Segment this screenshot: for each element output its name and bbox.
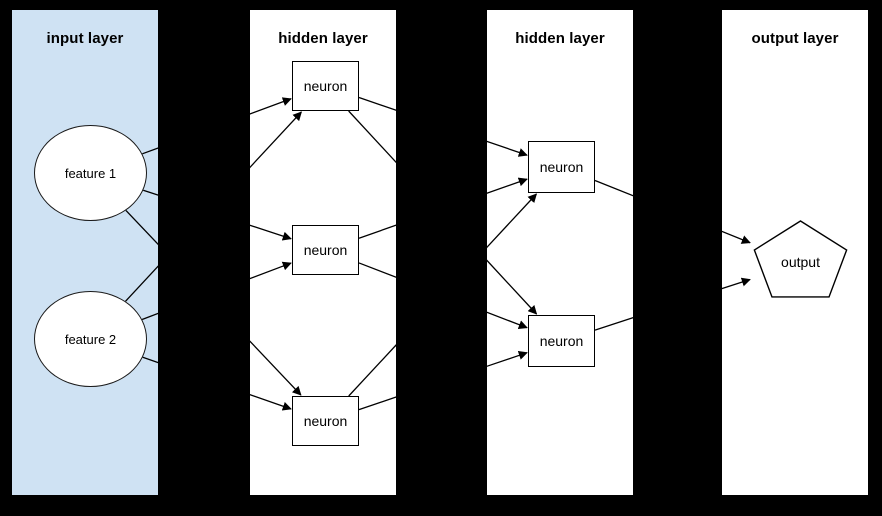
connection-line xyxy=(142,356,158,364)
connection-line xyxy=(487,311,528,329)
hidden2-node-neuron-2[interactable]: neuron xyxy=(528,315,595,367)
connection-line xyxy=(594,316,633,331)
connection-lines-hidden-layer-2 xyxy=(487,140,633,367)
connection-line xyxy=(141,312,158,321)
hidden1-node-neuron-1[interactable]: neuron xyxy=(292,61,359,111)
layer-title-input: input layer xyxy=(46,30,124,47)
layer-panel-output: output layer output xyxy=(722,10,868,495)
connection-line xyxy=(722,277,751,290)
connection-line xyxy=(358,262,396,278)
hidden2-node-neuron-2-label: neuron xyxy=(539,333,584,349)
connection-line xyxy=(250,393,292,411)
input-node-feature-2-label: feature 2 xyxy=(64,331,117,347)
input-node-feature-1[interactable]: feature 1 xyxy=(34,125,147,221)
connection-line xyxy=(358,396,396,411)
connection-line xyxy=(348,110,396,164)
layer-title-hidden-2: hidden layer xyxy=(515,30,605,47)
layer-panel-input: input layer feature 1 feature 2 xyxy=(12,10,158,495)
connection-line xyxy=(250,261,292,280)
pentagon-icon xyxy=(753,220,848,298)
hidden1-node-neuron-1-label: neuron xyxy=(303,78,348,94)
hidden1-node-neuron-2[interactable]: neuron xyxy=(292,225,359,275)
connection-line xyxy=(487,140,528,157)
hidden2-node-neuron-1-label: neuron xyxy=(539,159,584,175)
connection-line xyxy=(250,224,292,241)
input-node-feature-2[interactable]: feature 2 xyxy=(34,291,147,387)
hidden1-node-neuron-2-label: neuron xyxy=(303,242,348,258)
connection-line xyxy=(487,351,528,367)
connection-lines-input-layer xyxy=(125,147,158,364)
connection-line xyxy=(143,189,158,196)
layer-title-output: output layer xyxy=(751,30,839,47)
connection-line xyxy=(250,97,292,115)
connection-line xyxy=(358,224,396,239)
layer-panel-hidden-1: hidden layer neuron neuron neuron xyxy=(250,10,396,495)
output-node-pentagon[interactable]: output xyxy=(751,220,850,306)
hidden1-node-neuron-3-label: neuron xyxy=(303,413,348,429)
input-node-feature-1-label: feature 1 xyxy=(64,165,117,181)
connection-line xyxy=(142,147,158,155)
hidden2-node-neuron-1[interactable]: neuron xyxy=(528,141,595,193)
connection-line xyxy=(487,177,528,194)
hidden1-node-neuron-3[interactable]: neuron xyxy=(292,396,359,446)
layer-title-hidden-1: hidden layer xyxy=(278,30,368,47)
connection-line xyxy=(358,96,396,111)
layer-panel-hidden-2: hidden layer neuron neuron xyxy=(487,10,633,495)
connection-line xyxy=(594,179,633,197)
output-node-label: output xyxy=(781,254,820,270)
connection-line xyxy=(722,230,751,244)
